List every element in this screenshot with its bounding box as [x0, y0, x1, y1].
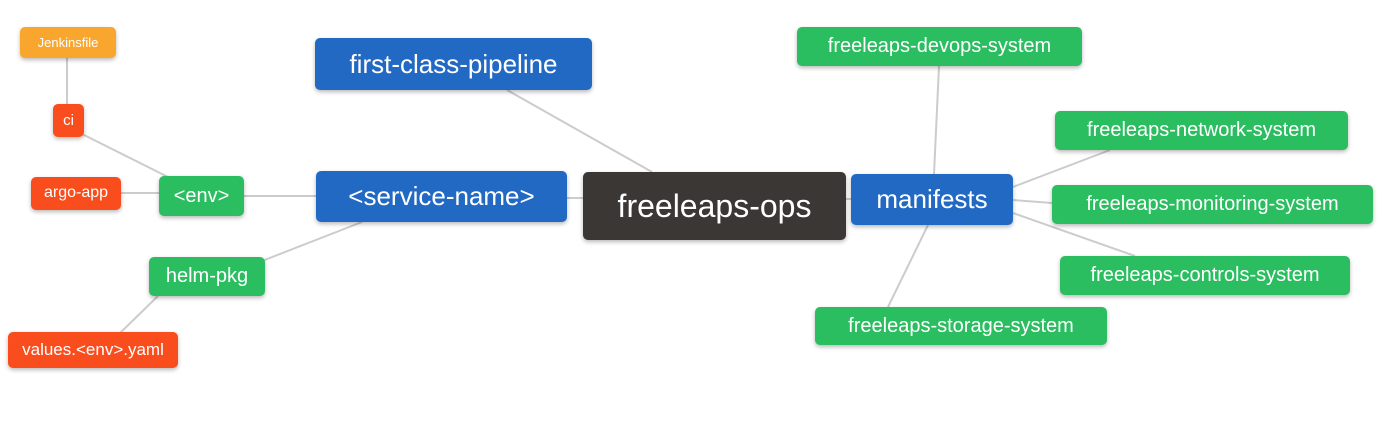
node-label: freeleaps-storage-system: [848, 314, 1074, 337]
node-freeleaps-devops-system[interactable]: freeleaps-devops-system: [797, 27, 1082, 66]
node-label: freeleaps-devops-system: [827, 35, 1052, 57]
node-label: freeleaps-controls-system: [1090, 264, 1320, 286]
node-manifests[interactable]: manifests: [851, 174, 1013, 225]
node-env[interactable]: <env>: [159, 176, 244, 216]
edge-manifests-to-freeleaps-storage-system: [887, 224, 929, 308]
node-ci[interactable]: ci: [53, 104, 84, 137]
node-freeleaps-controls-system[interactable]: freeleaps-controls-system: [1060, 256, 1350, 295]
node-label: helm-pkg: [165, 265, 249, 287]
edge-first-class-pipeline-to-freeleaps-ops: [506, 89, 653, 173]
node-jenkinsfile[interactable]: Jenkinsfile: [20, 27, 116, 58]
node-first-class-pipeline[interactable]: first-class-pipeline: [315, 38, 592, 90]
node-values-env-yaml[interactable]: values.<env>.yaml: [8, 332, 178, 368]
node-label: <env>: [173, 184, 230, 207]
node-helm-pkg[interactable]: helm-pkg: [149, 257, 265, 296]
edge-ci-to-env: [81, 133, 173, 180]
node-label: freeleaps-monitoring-system: [1086, 193, 1339, 215]
edge-manifests-to-freeleaps-monitoring-system: [1012, 199, 1053, 204]
edge-helm-pkg-to-values-env-yaml: [119, 295, 159, 334]
node-freeleaps-monitoring-system[interactable]: freeleaps-monitoring-system: [1052, 185, 1373, 224]
node-service-name[interactable]: <service-name>: [316, 171, 567, 222]
node-label: freeleaps-ops: [617, 187, 812, 224]
node-freeleaps-network-system[interactable]: freeleaps-network-system: [1055, 111, 1348, 150]
edge-helm-pkg-to-service-name: [261, 221, 363, 262]
node-label: ci: [63, 111, 74, 129]
node-label: Jenkinsfile: [37, 34, 99, 50]
node-freeleaps-ops[interactable]: freeleaps-ops: [583, 172, 846, 240]
node-label: freeleaps-network-system: [1087, 119, 1316, 141]
node-label: <service-name>: [348, 181, 535, 211]
edge-manifests-to-freeleaps-network-system: [1012, 149, 1111, 188]
node-label: first-class-pipeline: [349, 48, 558, 79]
node-argo-app[interactable]: argo-app: [31, 177, 121, 210]
node-label: argo-app: [43, 184, 109, 201]
node-label: values.<env>.yaml: [22, 340, 164, 359]
node-freeleaps-storage-system[interactable]: freeleaps-storage-system: [815, 307, 1107, 345]
node-label: manifests: [876, 184, 988, 214]
edge-manifests-to-freeleaps-devops-system: [933, 65, 940, 175]
edge-manifests-to-freeleaps-controls-system: [1012, 212, 1136, 257]
